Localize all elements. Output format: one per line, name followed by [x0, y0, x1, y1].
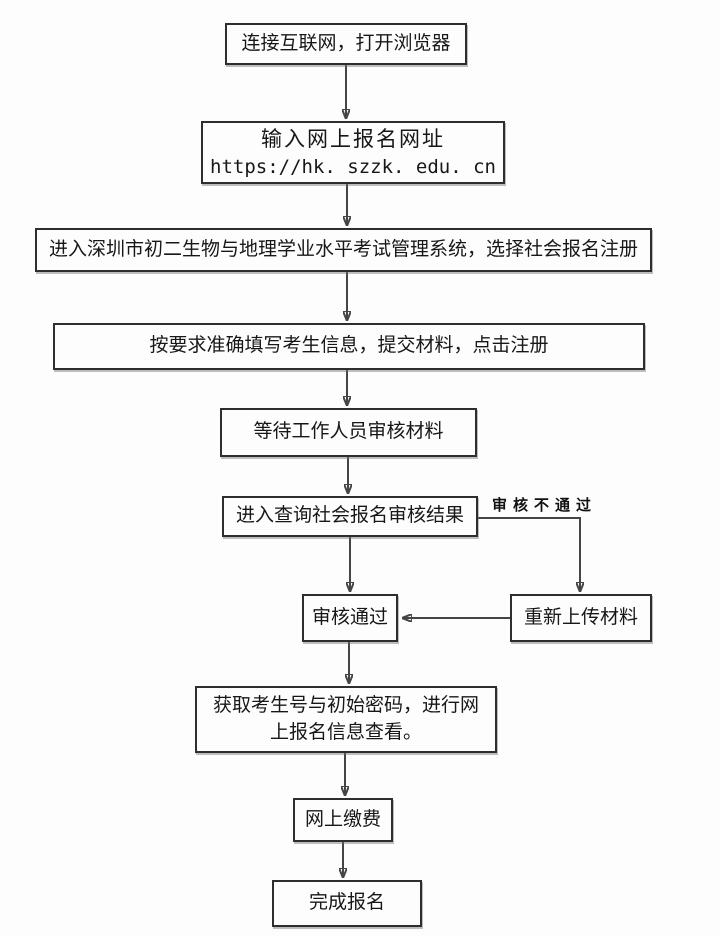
node-reupload-materials: 重新上传材料: [510, 594, 652, 642]
node-label: 进入深圳市初二生物与地理学业水平考试管理系统，选择社会报名注册: [48, 238, 638, 260]
node-finish-registration: 完成报名: [272, 880, 422, 927]
node-label: 重新上传材料: [523, 606, 638, 628]
node-label: 网上缴费: [304, 808, 381, 830]
edge-query-to-reupload: [478, 517, 580, 591]
node-enter-system: 进入深圳市初二生物与地理学业水平考试管理系统，选择社会报名注册: [35, 228, 652, 272]
node-connect-internet: 连接互联网，打开浏览器: [225, 23, 467, 65]
node-enter-url: 输入网上报名网址 https://hk. szzk. edu. cn: [201, 121, 505, 184]
node-review-passed: 审核通过: [302, 594, 398, 642]
node-label: 获取考生号与初始密码，进行网上报名信息查看。: [212, 694, 479, 743]
node-label: 等待工作人员审核材料: [253, 421, 444, 443]
node-label: 按要求准确填写考生信息，提交材料，点击注册: [149, 335, 549, 357]
edge-label-audit-rejected: 审核不通过: [492, 497, 598, 514]
node-label: 进入查询社会报名审核结果: [235, 505, 464, 527]
node-fill-info: 按要求准确填写考生信息，提交材料，点击注册: [53, 323, 645, 370]
node-label: 连接互联网，打开浏览器: [241, 32, 451, 54]
registration-url-text: https://hk. szzk. edu. cn: [210, 155, 496, 178]
node-label: 输入网上报名网址: [261, 127, 445, 151]
node-wait-review: 等待工作人员审核材料: [220, 408, 477, 457]
node-label: 审核通过: [312, 606, 389, 628]
node-query-result: 进入查询社会报名审核结果: [222, 496, 478, 537]
node-label: 完成报名: [308, 892, 385, 914]
node-get-account: 获取考生号与初始密码，进行网上报名信息查看。: [195, 686, 497, 753]
node-pay-online: 网上缴费: [293, 798, 393, 842]
